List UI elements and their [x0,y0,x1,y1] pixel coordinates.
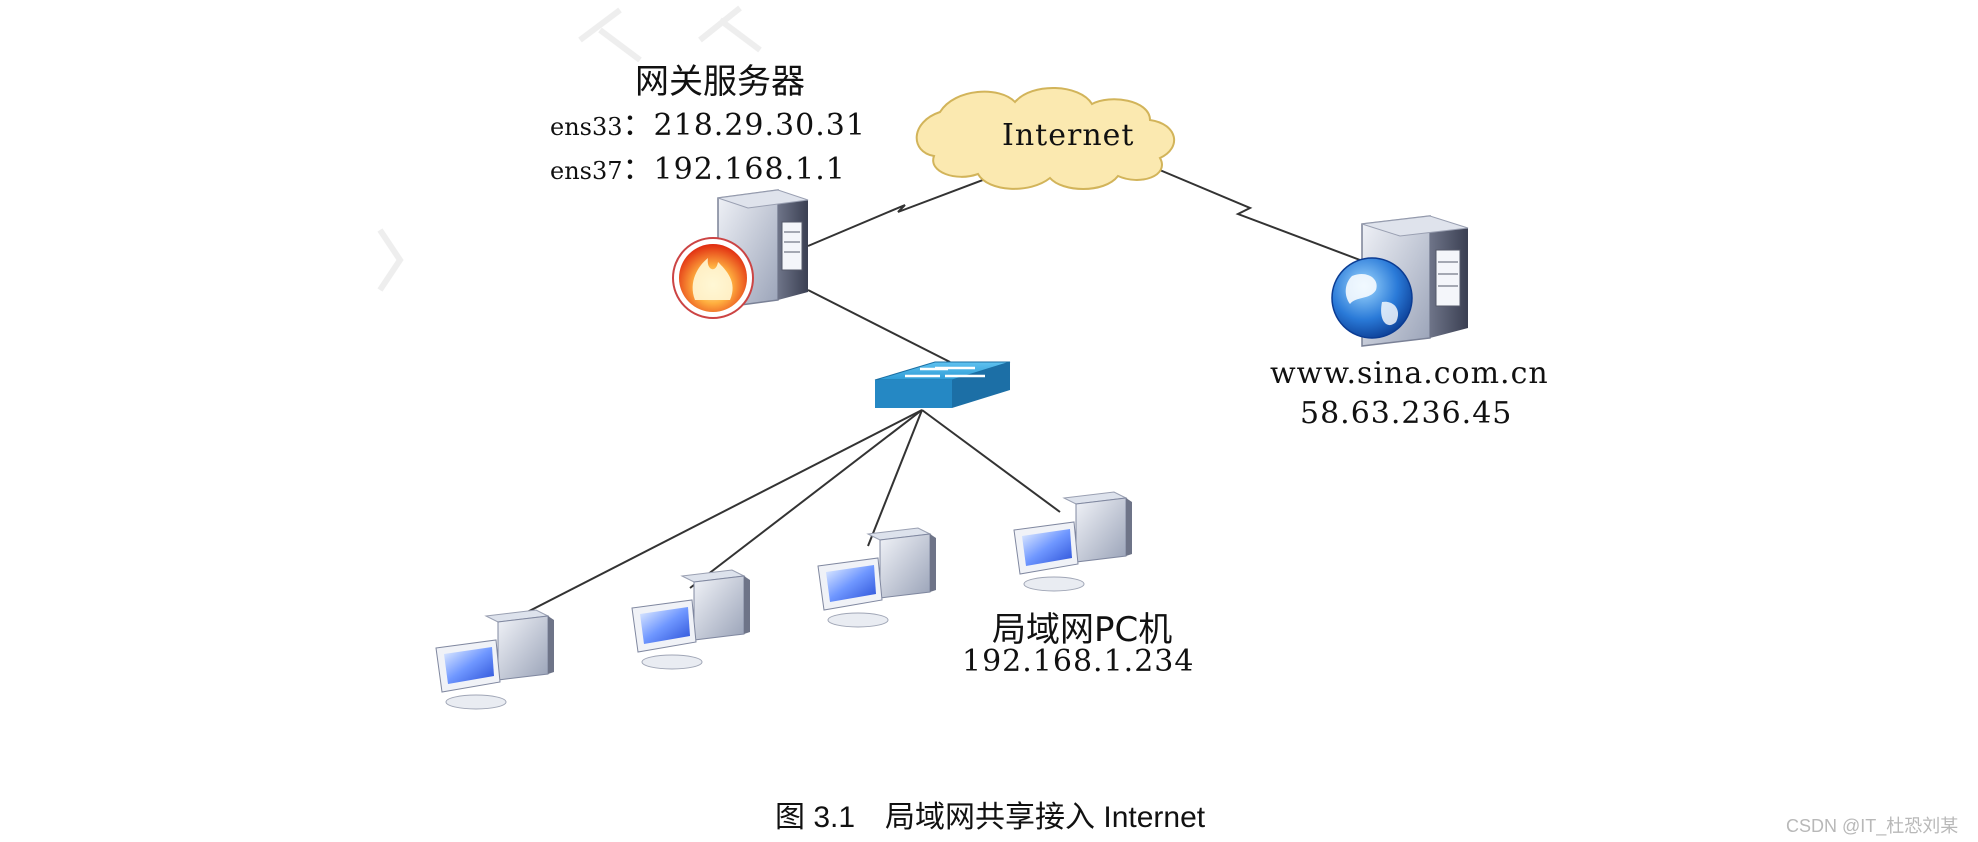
link-switch-pc2 [689,409,923,589]
figure-caption: 图 3.1 局域网共享接入 Internet [775,801,1206,834]
link-switch-pc4 [921,409,1061,513]
firewall-server-icon [672,189,809,319]
switch-icon [874,361,1011,408]
gateway-title: 网关服务器 [635,62,805,102]
iface-name: ens37 [550,157,623,185]
iface-sep: ： [622,108,654,143]
pc-icon [435,609,554,710]
link-internet-webserver [1154,167,1361,261]
iface-ip: 192.168.1.1 [653,152,846,187]
gateway-iface-ens37: ens37：192.168.1.1 [550,144,846,188]
webserver-host: www.sina.com.cn [1270,356,1549,391]
pc-icon [631,569,750,670]
link-switch-pc3 [867,409,923,547]
iface-name: ens33 [550,113,623,141]
csdn-watermark: CSDN @IT_杜恐刘某 [1786,816,1959,836]
gateway-iface-ens33: ens33：218.29.30.31 [550,100,866,144]
iface-sep: ： [622,152,654,187]
webserver-ip: 58.63.236.45 [1300,396,1513,431]
cloud-icon [915,87,1176,190]
pc-icon [1013,491,1132,592]
link-gateway-internet [807,165,1021,247]
lan-pc-title: 局域网PC机 [992,610,1173,650]
link-switch-pc1 [499,409,923,627]
background-watermark-strokes [377,5,762,292]
pc-icon [817,527,936,628]
link-gateway-switch [807,289,951,363]
connections [499,165,1361,627]
lan-pc-ip: 192.168.1.234 [962,644,1195,679]
iface-ip: 218.29.30.31 [653,108,866,143]
internet-label: Internet [1002,118,1135,153]
globe-server-icon [1331,215,1469,347]
